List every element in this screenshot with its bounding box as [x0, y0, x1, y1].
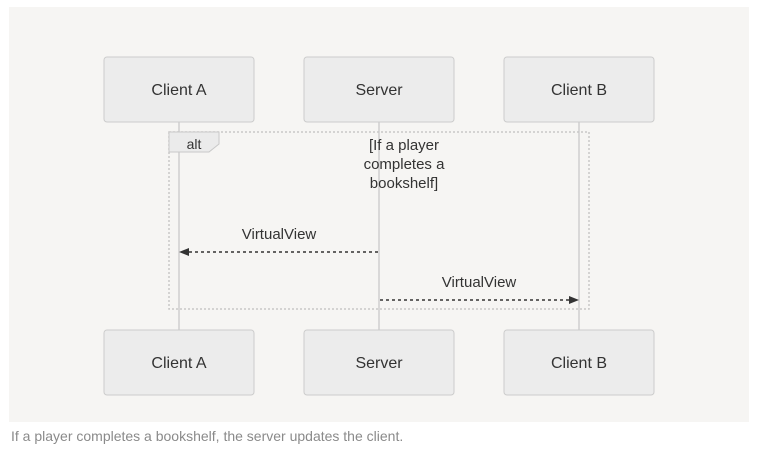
- message-label-2: VirtualView: [442, 274, 517, 291]
- participant-server-top: Server: [303, 56, 455, 123]
- message-label-1: VirtualView: [242, 226, 317, 243]
- participant-label: Server: [355, 82, 403, 99]
- alt-condition-line-2: completes a: [364, 156, 446, 173]
- participant-client-a-bottom: Client A: [103, 329, 255, 396]
- alt-fragment-frame: [168, 131, 590, 310]
- participant-label: Server: [355, 355, 403, 372]
- alt-condition-line-1: [If a player: [369, 137, 439, 154]
- participant-client-b-top: Client B: [503, 56, 655, 123]
- alt-fragment-tab: [168, 131, 220, 153]
- participant-label: Client A: [151, 82, 206, 99]
- participant-label: Client B: [551, 82, 607, 99]
- participant-client-b-bottom: Client B: [503, 329, 655, 396]
- alt-operator-label: alt: [187, 136, 202, 152]
- participant-label: Client A: [151, 355, 206, 372]
- alt-condition-line-3: bookshelf]: [370, 175, 438, 192]
- participant-client-a-top: Client A: [103, 56, 255, 123]
- participant-label: Client B: [551, 355, 607, 372]
- diagram-caption: If a player completes a bookshelf, the s…: [11, 428, 404, 444]
- participant-server-bottom: Server: [303, 329, 455, 396]
